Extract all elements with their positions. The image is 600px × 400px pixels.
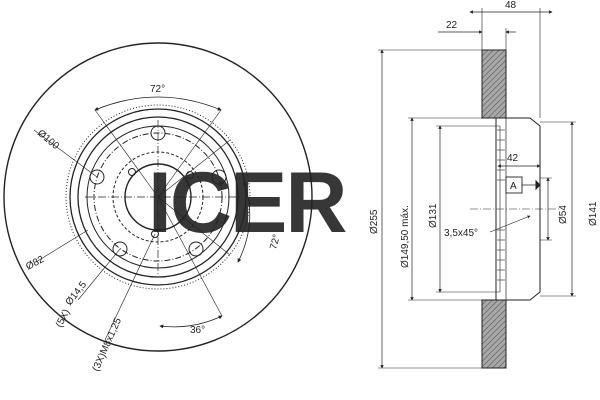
disc-friction-inner-circle [65,104,251,290]
dia-54-label: Ø54 [558,205,569,224]
leader-chamfer [489,215,531,233]
friction-ring-section-bottom [481,299,507,369]
dim-22-label: 22 [446,20,458,31]
disc-outer-circle [3,42,313,352]
dia-149-label: Ø149,50 máx. [400,205,411,268]
angle-label-right: 72° [268,233,283,250]
construction-line [157,196,231,256]
angle-arc-right [237,181,251,263]
count-5x-label: (5X) [54,308,73,330]
chamfer-label: 3,5x45° [444,228,478,239]
dim-42-label: 42 [507,153,519,164]
front-view [3,42,313,352]
leader-hole-14-5 [77,248,121,301]
construction-line [157,139,231,198]
threaded-hole [128,168,136,176]
bolt-hole [89,169,105,185]
dia-141-label: Ø141 [588,201,599,226]
side-view-labels: 48 22 42 3,5x45° A Ø255 Ø149,50 máx. Ø13… [369,0,599,268]
angle-arc-bottom [159,315,223,329]
side-view [378,8,576,369]
datum-a-label: A [510,181,517,192]
hole-14-5-label: Ø14,5 [64,279,90,308]
bolt-hole [211,169,227,185]
dia-131-label: Ø131 [428,203,439,228]
threaded-hole [151,230,159,238]
angle-arc-top [94,96,222,111]
bolt-hole [112,241,128,257]
thread-label: (3X)M8x1,25 [91,316,125,373]
friction-ring-section-top [481,49,507,119]
bolt-hole [188,241,204,257]
angle-label-bottom: 36° [190,325,205,336]
dia-100-label: Ø100 [35,128,61,152]
leader-dia-82 [35,229,89,263]
dia-255-label: Ø255 [369,209,380,234]
dim-48-label: 48 [505,0,517,11]
angle-label-top: 72° [150,84,165,95]
leader-thread [104,233,156,341]
leader-dia-100 [33,129,98,178]
vent-marks [497,129,505,281]
dia-82-label: Ø82 [24,254,46,273]
